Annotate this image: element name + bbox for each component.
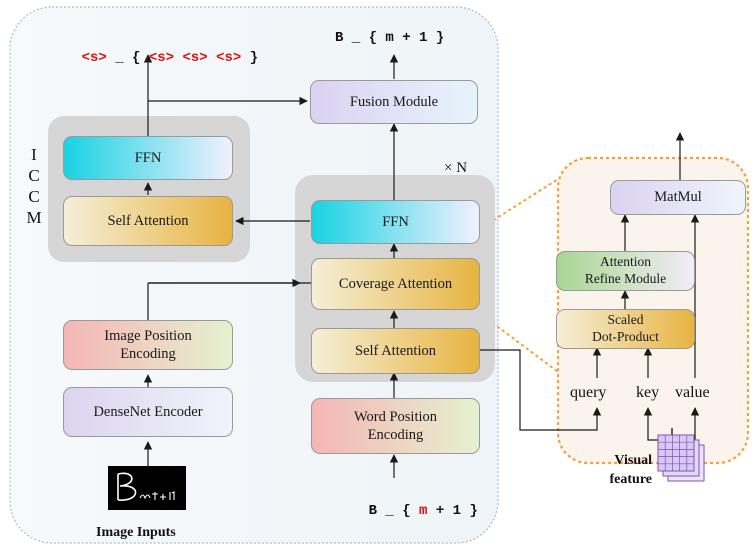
left-output-token: <s> — [148, 50, 175, 66]
left-output-token: <s> — [81, 50, 107, 66]
decoder-self-attention: Self Attention — [311, 328, 480, 374]
input-token: + 1 } — [427, 503, 478, 519]
matmul-box: MatMul — [610, 180, 746, 215]
value-label: value — [675, 384, 710, 401]
repeat-label: × N — [444, 160, 468, 176]
scaled-dot-product: Scaled Dot-Product — [556, 309, 695, 349]
left-output-token: } — [241, 50, 259, 66]
iccm-letter-1: I — [31, 145, 37, 164]
top-output-sequence: B _ { m + 1 } — [335, 30, 445, 46]
iccm-letter-4: M — [26, 208, 42, 227]
attention-refine-module: Attention Refine Module — [556, 251, 695, 291]
left-output-token: <s> — [216, 50, 242, 66]
left-output-token: <s> — [182, 50, 208, 66]
coverage-attention: Coverage Attention — [311, 258, 480, 310]
query-label: query — [570, 384, 607, 401]
image-input-thumbnail — [108, 466, 186, 510]
input-token: B _ { — [368, 503, 420, 519]
image-inputs-label: Image Inputs — [96, 525, 176, 540]
zoom-line-bottom — [477, 311, 586, 393]
left-output-token — [208, 50, 216, 66]
left-output-token: _ { — [106, 50, 149, 66]
iccm-letter-2: C — [28, 166, 40, 185]
key-label: key — [636, 384, 660, 401]
word-position-encoding: Word Position Encoding — [311, 398, 480, 454]
iccm-ffn: FFN — [63, 136, 233, 180]
densenet-encoder: DenseNet Encoder — [63, 387, 233, 437]
input-sequence: B _ { m + 1 } — [335, 487, 478, 535]
iccm-letter-3: C — [28, 187, 40, 206]
input-token: m — [419, 503, 428, 519]
image-position-encoding: Image Position Encoding — [63, 320, 233, 370]
visual-feature-cube — [657, 434, 705, 482]
fusion-module: Fusion Module — [310, 80, 478, 124]
iccm-self-attention: Self Attention — [63, 196, 233, 246]
visual-feature-label: Visual feature — [609, 453, 653, 487]
decoder-ffn: FFN — [311, 200, 480, 244]
left-output-sequence: <s> _ { <s> <s> <s> } — [48, 34, 259, 82]
